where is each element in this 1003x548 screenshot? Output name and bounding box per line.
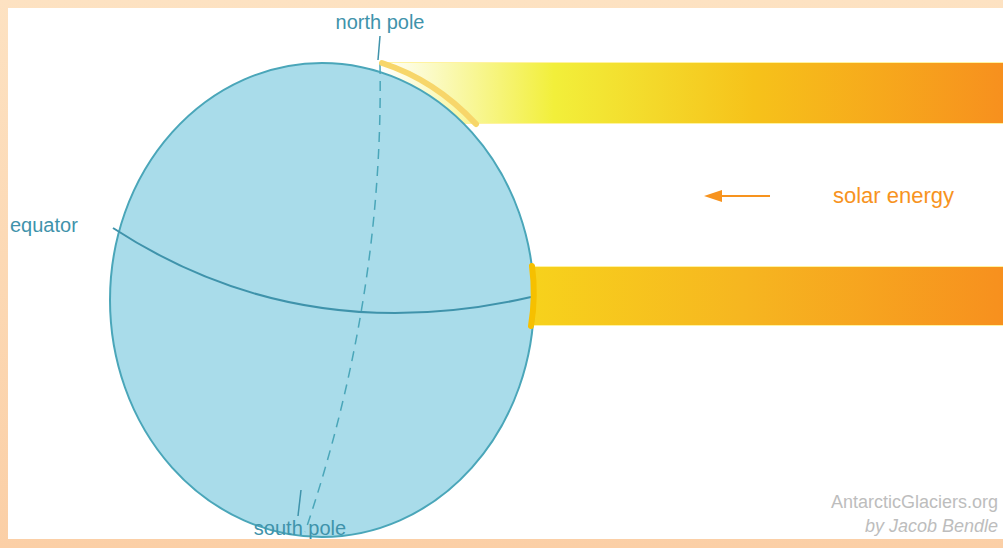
energy-label: solar energy <box>833 184 954 208</box>
leader-line <box>378 36 380 60</box>
energy-arrow <box>720 195 770 197</box>
equator-label: equator <box>10 214 78 236</box>
background <box>8 8 1003 539</box>
polar-heated-arc <box>382 63 476 124</box>
equator-line <box>113 228 531 313</box>
upper-sun-band <box>380 62 1003 124</box>
leader-line <box>298 490 301 516</box>
meridian-line <box>305 64 380 532</box>
arrow-head <box>704 190 722 202</box>
globe <box>110 63 534 537</box>
pole-label: south pole <box>254 517 346 539</box>
lower-sun-band <box>500 266 1003 326</box>
equator-heated-arc <box>531 266 534 326</box>
watermark: AntarcticGlaciers.org <box>831 493 998 513</box>
watermark: by Jacob Bendle <box>865 517 998 537</box>
pole-label: north pole <box>336 11 425 33</box>
